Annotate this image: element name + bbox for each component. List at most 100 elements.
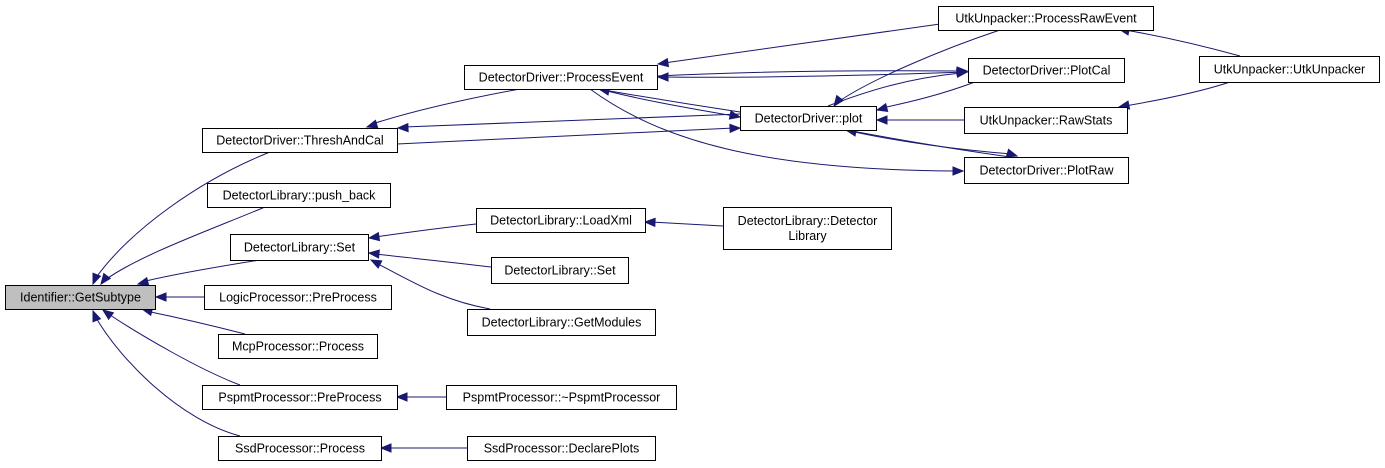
edge-line	[589, 88, 958, 172]
node-label: DetectorLibrary::LoadXml	[490, 214, 632, 228]
node-box[interactable]	[476, 208, 646, 233]
node-box[interactable]	[230, 234, 369, 261]
edge-utkctor-to-rawstats	[1117, 81, 1231, 110]
node-ssddecl[interactable]: SsdProcessor::DeclarePlots	[467, 436, 656, 461]
node-box[interactable]	[938, 6, 1154, 31]
node-root[interactable]: Identifier::GetSubtype	[5, 285, 156, 310]
edge-line	[663, 71, 969, 78]
edge-plotcal-to-plot	[875, 81, 976, 113]
edge-arrowhead	[396, 122, 409, 133]
node-box[interactable]	[467, 436, 656, 461]
edge-utkraw-to-procevent	[656, 23, 941, 68]
edge-arrowhead	[367, 231, 381, 242]
edge-arrowhead	[365, 119, 379, 129]
node-box[interactable]	[202, 128, 398, 153]
edge-line	[1124, 29, 1241, 57]
node-logicpre[interactable]: LogicProcessor::PreProcess	[204, 285, 392, 310]
edge-thresh-to-root	[92, 151, 271, 286]
edge-arrowhead	[92, 309, 102, 323]
node-label: UtkUnpacker::UtkUnpacker	[1214, 63, 1365, 77]
node-box[interactable]	[467, 309, 656, 336]
edge-plot-to-thresh	[396, 113, 741, 133]
node-label: DetectorLibrary::push_back	[223, 189, 377, 203]
edge-mcp-to-root	[140, 306, 246, 335]
node-procevent[interactable]: DetectorDriver::ProcessEvent	[464, 65, 658, 90]
node-pspmtdtor[interactable]: PspmtProcessor::~PspmtProcessor	[446, 385, 677, 410]
edge-line	[598, 88, 735, 117]
node-plotcal[interactable]: DetectorDriver::PlotCal	[968, 58, 1125, 83]
node-box[interactable]	[204, 285, 392, 310]
node-box[interactable]	[723, 207, 892, 250]
edge-line	[374, 223, 477, 238]
node-label: UtkUnpacker::RawStats	[980, 114, 1113, 128]
edge-arrowhead	[956, 68, 969, 78]
node-label: DetectorDriver::PlotCal	[983, 64, 1111, 78]
node-box[interactable]	[218, 436, 382, 461]
node-box[interactable]	[207, 183, 391, 208]
node-pspmtpre[interactable]: PspmtProcessor::PreProcess	[202, 385, 398, 410]
node-getmodules[interactable]: DetectorLibrary::GetModules	[467, 309, 656, 336]
node-label: McpProcessor::Process	[232, 340, 364, 354]
node-label: LogicProcessor::PreProcess	[219, 291, 377, 305]
node-plot[interactable]: DetectorDriver::plot	[740, 106, 877, 131]
edge-line	[396, 127, 735, 145]
edge-line	[403, 113, 741, 128]
edge-arrowhead	[729, 123, 742, 134]
edge-line	[375, 262, 491, 310]
node-libset[interactable]: DetectorLibrary::Set	[230, 234, 369, 261]
edge-line	[94, 315, 241, 437]
node-label: PspmtProcessor::PreProcess	[218, 391, 381, 405]
edge-arrowhead	[369, 259, 383, 269]
node-libctor[interactable]: DetectorLibrary::DetectorLibrary	[723, 207, 892, 250]
edge-procevent-to-thresh	[365, 88, 521, 129]
node-rawstats[interactable]: UtkUnpacker::RawStats	[964, 107, 1128, 134]
edge-ssddecl-to-ssdproc	[379, 443, 467, 453]
node-label: Library	[788, 229, 827, 243]
node-box[interactable]	[1199, 56, 1380, 83]
node-box[interactable]	[968, 58, 1125, 83]
edge-line	[837, 29, 1001, 103]
edge-line	[656, 70, 962, 77]
edge-line	[1124, 81, 1231, 107]
node-libset2[interactable]: DetectorLibrary::Set	[491, 257, 629, 284]
node-thresh[interactable]: DetectorDriver::ThreshAndCal	[202, 128, 398, 153]
node-pushback[interactable]: DetectorLibrary::push_back	[207, 183, 391, 208]
node-box[interactable]	[491, 257, 629, 284]
node-ssdproc[interactable]: SsdProcessor::Process	[218, 436, 382, 461]
node-box[interactable]	[202, 385, 398, 410]
node-box[interactable]	[218, 334, 378, 359]
edge-pspmtpre-to-root	[101, 309, 241, 386]
node-box[interactable]	[5, 285, 156, 310]
node-utkctor[interactable]: UtkUnpacker::UtkUnpacker	[1199, 56, 1380, 83]
edge-arrowhead	[875, 102, 889, 113]
edge-logicpre-to-root	[154, 292, 204, 302]
edge-line	[663, 23, 941, 64]
edge-arrowhead	[656, 72, 669, 82]
node-loadxml[interactable]: DetectorLibrary::LoadXml	[476, 208, 646, 233]
node-box[interactable]	[446, 385, 677, 410]
edge-arrowhead	[154, 292, 167, 302]
edge-arrowhead	[395, 392, 408, 402]
node-mcp[interactable]: McpProcessor::Process	[218, 334, 378, 359]
edge-arrowhead	[100, 272, 112, 286]
edge-arrowhead	[136, 276, 150, 287]
edge-plot-to-plotcal	[827, 68, 969, 107]
node-utkraw[interactable]: UtkUnpacker::ProcessRawEvent	[938, 6, 1154, 31]
edge-plotcal-to-procevent	[656, 71, 969, 82]
node-box[interactable]	[964, 157, 1129, 184]
node-label: Identifier::GetSubtype	[20, 291, 141, 305]
edge-arrowhead	[367, 249, 380, 259]
edge-line	[141, 259, 261, 283]
node-box[interactable]	[740, 106, 877, 131]
edge-line	[851, 130, 1011, 158]
node-label: UtkUnpacker::ProcessRawEvent	[955, 12, 1137, 26]
edge-thresh-to-plot	[396, 123, 742, 145]
node-plotraw[interactable]: DetectorDriver::PlotRaw	[964, 157, 1129, 184]
edge-line	[374, 253, 492, 268]
edge-pushback-to-root	[100, 206, 266, 286]
edges-layer	[92, 23, 1241, 453]
node-box[interactable]	[964, 107, 1128, 134]
node-box[interactable]	[464, 65, 658, 90]
edge-line	[650, 221, 724, 227]
